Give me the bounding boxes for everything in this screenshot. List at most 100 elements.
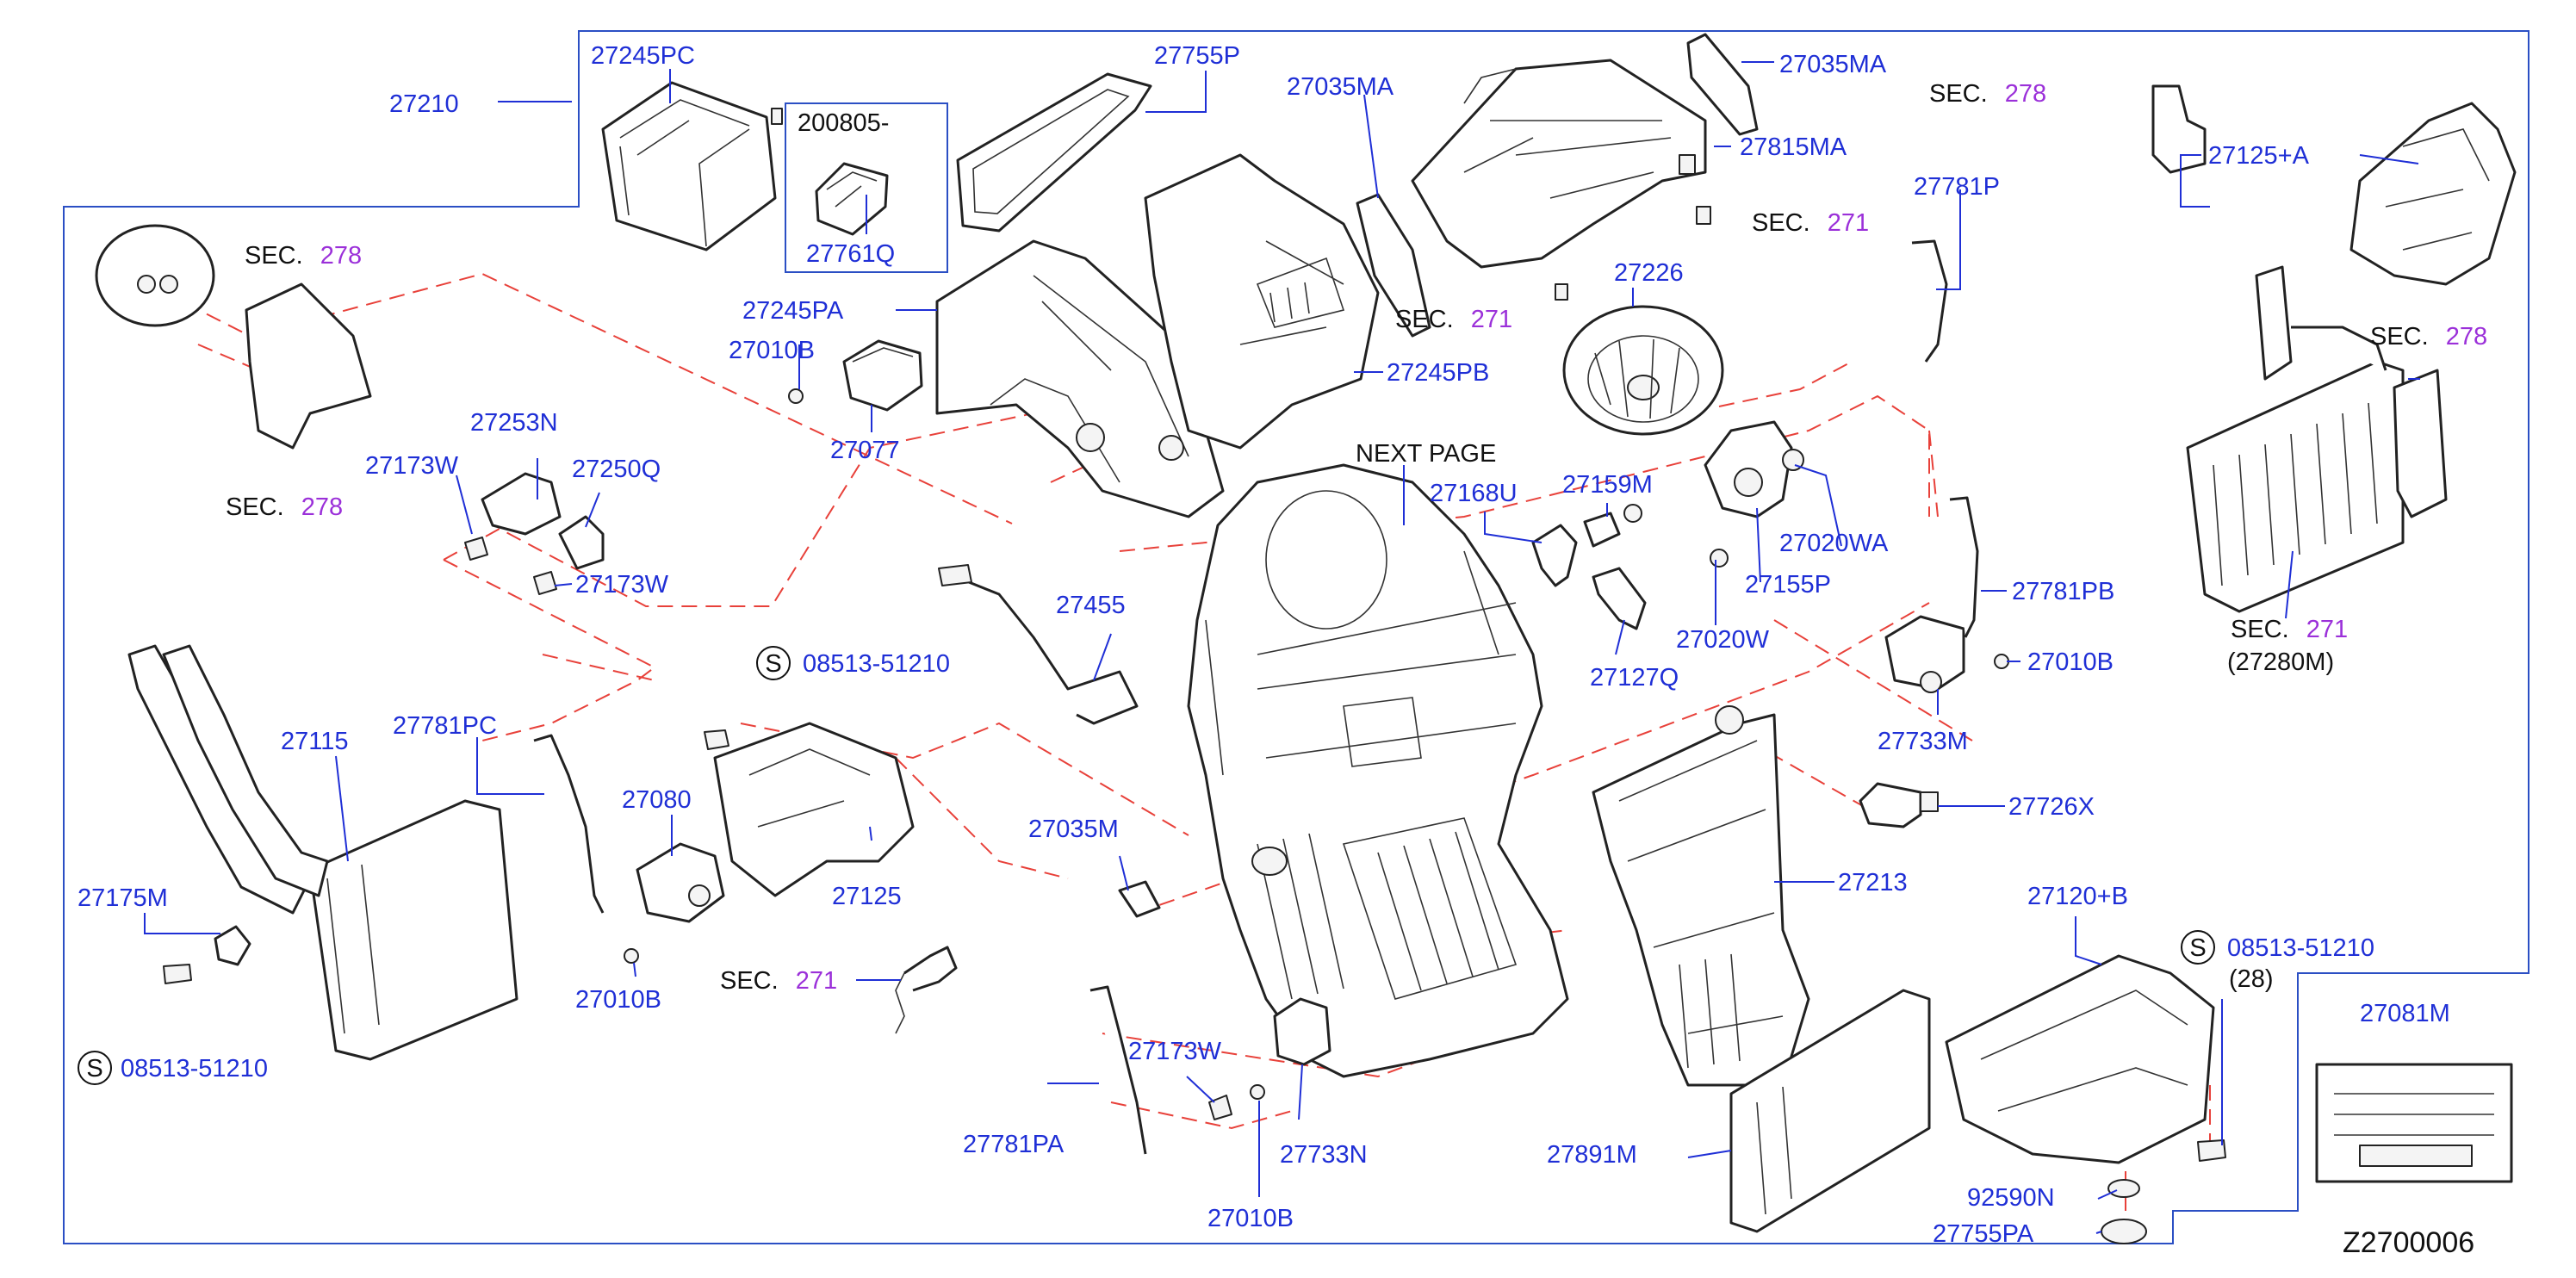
part-27250q: [558, 515, 605, 570]
label-27226[interactable]: 27226: [1614, 259, 1684, 287]
label-27080[interactable]: 27080: [622, 786, 692, 814]
label-08513-a[interactable]: 08513-51210: [803, 650, 950, 678]
label-27010b-b[interactable]: 27010B: [2027, 648, 2114, 676]
part-evaporator: [2186, 265, 2405, 613]
part-washer-a: [1623, 504, 1642, 523]
label-27159m[interactable]: 27159M: [1562, 471, 1653, 499]
label-27733n[interactable]: 27733N: [1280, 1141, 1368, 1169]
label-28[interactable]: (28): [2229, 965, 2274, 993]
part-92590n: [2107, 1179, 2140, 1198]
label-27726x[interactable]: 27726X: [2008, 793, 2095, 821]
label-27781pb[interactable]: 27781PB: [2012, 578, 2114, 605]
sec-271-b[interactable]: SEC.271: [1395, 306, 1512, 333]
label-27168u[interactable]: 27168U: [1430, 480, 1518, 507]
screw-27010b-b: [1994, 654, 2009, 669]
s-letter-c: S: [2189, 934, 2206, 962]
inset-frame: [785, 102, 948, 273]
label-27120b[interactable]: 27120+B: [2027, 883, 2128, 910]
part-27213: [1592, 705, 1810, 1087]
part-27226: [1562, 305, 1724, 436]
screw-08513-a: [163, 964, 192, 984]
part-clip-271-a: [1696, 206, 1711, 225]
part-27755p: [956, 72, 1152, 233]
part-27127q: [1592, 567, 1647, 630]
label-27210[interactable]: 27210: [389, 90, 459, 118]
label-27781pc[interactable]: 27781PC: [393, 712, 497, 740]
label-27010b-c[interactable]: 27010B: [575, 986, 661, 1014]
label-27035ma-b[interactable]: 27035MA: [1779, 51, 1887, 78]
part-bracket-278: [2151, 84, 2207, 174]
label-27173w-a[interactable]: 27173W: [365, 452, 459, 480]
label-27010b-a[interactable]: 27010B: [729, 337, 815, 364]
label-27815ma[interactable]: 27815MA: [1740, 133, 1847, 161]
part-27781p: [1911, 239, 1948, 363]
label-27755pa[interactable]: 27755PA: [1933, 1220, 2034, 1248]
part-sec278-motor: [95, 224, 215, 327]
part-27035m: [1118, 880, 1161, 918]
label-27245pb[interactable]: 27245PB: [1387, 359, 1489, 387]
part-27781pb: [1949, 496, 1979, 638]
sec-271-c[interactable]: SEC.271: [2231, 616, 2348, 643]
part-harness-271: [903, 946, 958, 992]
sec-271-a[interactable]: SEC.271: [1752, 209, 1869, 237]
part-27120b: [1945, 954, 2215, 1164]
part-27175m: [214, 925, 251, 966]
label-27455[interactable]: 27455: [1056, 592, 1126, 619]
sec-278-a[interactable]: SEC.278: [245, 242, 362, 270]
label-27781pa[interactable]: 27781PA: [963, 1131, 1065, 1158]
diagram-frame: [63, 30, 2529, 1244]
sec-278-b[interactable]: SEC.278: [226, 493, 343, 521]
label-27250q[interactable]: 27250Q: [572, 456, 661, 483]
label-08513-b[interactable]: 08513-51210: [2227, 934, 2374, 962]
label-27125a[interactable]: 27125+A: [2208, 142, 2310, 170]
label-27173w-b[interactable]: 27173W: [575, 571, 669, 599]
label-27253n[interactable]: 27253N: [470, 409, 558, 437]
sec-271-d[interactable]: SEC.271: [720, 967, 837, 995]
label-27125[interactable]: 27125: [832, 883, 902, 910]
part-27245pc: [601, 81, 783, 251]
label-27081m[interactable]: 27081M: [2360, 1000, 2450, 1027]
part-27891m: [1729, 989, 1931, 1233]
part-heater-unit: [1187, 463, 1569, 1078]
label-27035ma-a[interactable]: 27035MA: [1287, 73, 1394, 101]
s-symbol-a: [756, 646, 791, 680]
label-27115[interactable]: 27115: [281, 728, 349, 755]
part-27168u: [1531, 524, 1578, 587]
part-27035ma-a: [1686, 33, 1759, 136]
label-27077[interactable]: 27077: [830, 437, 900, 464]
screw-27010b-a: [788, 388, 804, 404]
label-27280m[interactable]: (27280M): [2227, 648, 2334, 676]
label-27245pc[interactable]: 27245PC: [591, 42, 695, 70]
part-27245pa: [935, 239, 1225, 518]
label-27761q[interactable]: 27761Q: [806, 240, 895, 268]
label-27245pa[interactable]: 27245PA: [742, 297, 844, 325]
label-27010b-d[interactable]: 27010B: [1207, 1205, 1294, 1232]
sec-278-c[interactable]: SEC.278: [1929, 80, 2046, 108]
label-27173w-c[interactable]: 27173W: [1128, 1038, 1222, 1065]
label-27127q[interactable]: 27127Q: [1590, 664, 1679, 692]
s-symbol-c: [2181, 930, 2215, 965]
part-27115: [127, 644, 518, 1061]
leader-lines: [144, 61, 2420, 1234]
label-27781p[interactable]: 27781P: [1914, 173, 2000, 201]
label-27020wa[interactable]: 27020WA: [1779, 530, 1889, 557]
part-sec278-duct: [245, 282, 372, 450]
label-92590n[interactable]: 92590N: [1967, 1184, 2055, 1212]
label-27891m[interactable]: 27891M: [1547, 1141, 1637, 1169]
label-27020w[interactable]: 27020W: [1676, 626, 1770, 654]
label-27155p[interactable]: 27155P: [1745, 571, 1831, 599]
label-27733m[interactable]: 27733M: [1878, 728, 1968, 755]
label-08513-c[interactable]: 08513-51210: [121, 1055, 268, 1083]
screw-08513-c: [2197, 1139, 2226, 1162]
sec-278-d[interactable]: SEC.278: [2370, 323, 2487, 351]
part-27455-clip: [938, 564, 972, 586]
label-27755p[interactable]: 27755P: [1154, 42, 1240, 70]
part-washer-b: [1710, 549, 1729, 568]
part-27781pc: [533, 734, 605, 914]
part-clip-271-b: [1555, 283, 1568, 301]
parts-artwork: [95, 33, 2517, 1244]
label-27175m[interactable]: 27175M: [78, 884, 168, 912]
label-27035m[interactable]: 27035M: [1028, 816, 1119, 843]
label-27213[interactable]: 27213: [1838, 869, 1908, 896]
next-page-label[interactable]: NEXT PAGE: [1356, 440, 1496, 468]
